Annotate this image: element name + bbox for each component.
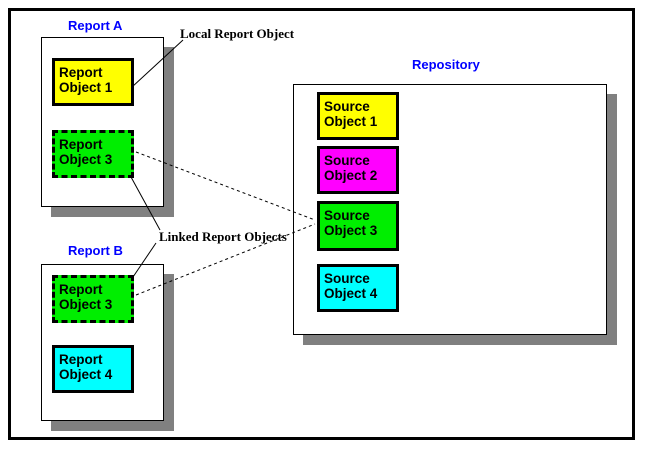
source-object-2-line1: Source bbox=[324, 153, 370, 168]
panel-title-repository: Repository bbox=[412, 57, 480, 72]
report-object-b3-line2: Object 3 bbox=[59, 297, 113, 312]
source-object-box-4[interactable]: Source Object 4 bbox=[317, 264, 399, 312]
annotation-linked-report-objects: Linked Report Objects bbox=[159, 229, 287, 244]
source-object-1-line1: Source bbox=[324, 99, 370, 114]
panel-title-report-b: Report B bbox=[68, 243, 123, 258]
panel-title-report-a: Report A bbox=[68, 18, 123, 33]
report-object-b3-line1: Report bbox=[59, 282, 103, 297]
source-object-box-2[interactable]: Source Object 2 bbox=[317, 146, 399, 194]
source-object-4-line1: Source bbox=[324, 271, 370, 286]
report-object-box-b3[interactable]: Report Object 3 bbox=[52, 275, 134, 323]
source-object-4-line2: Object 4 bbox=[324, 286, 378, 301]
report-object-b4-line1: Report bbox=[59, 352, 103, 367]
source-object-box-3[interactable]: Source Object 3 bbox=[317, 201, 399, 251]
report-object-a1-line2: Object 1 bbox=[59, 80, 113, 95]
report-object-box-a3[interactable]: Report Object 3 bbox=[52, 130, 134, 178]
source-object-3-line1: Source bbox=[324, 208, 370, 223]
report-object-box-b4[interactable]: Report Object 4 bbox=[52, 345, 134, 393]
source-object-3-line2: Object 3 bbox=[324, 223, 378, 238]
report-object-box-a1[interactable]: Report Object 1 bbox=[52, 58, 134, 106]
report-object-b4-line2: Object 4 bbox=[59, 367, 113, 382]
source-object-2-line2: Object 2 bbox=[324, 168, 378, 183]
report-object-a1-line1: Report bbox=[59, 65, 103, 80]
source-object-1-line2: Object 1 bbox=[324, 114, 378, 129]
report-object-a3-line1: Report bbox=[59, 137, 103, 152]
report-object-a3-line2: Object 3 bbox=[59, 152, 113, 167]
annotation-local-report-object: Local Report Object bbox=[180, 26, 295, 41]
source-object-box-1[interactable]: Source Object 1 bbox=[317, 92, 399, 140]
